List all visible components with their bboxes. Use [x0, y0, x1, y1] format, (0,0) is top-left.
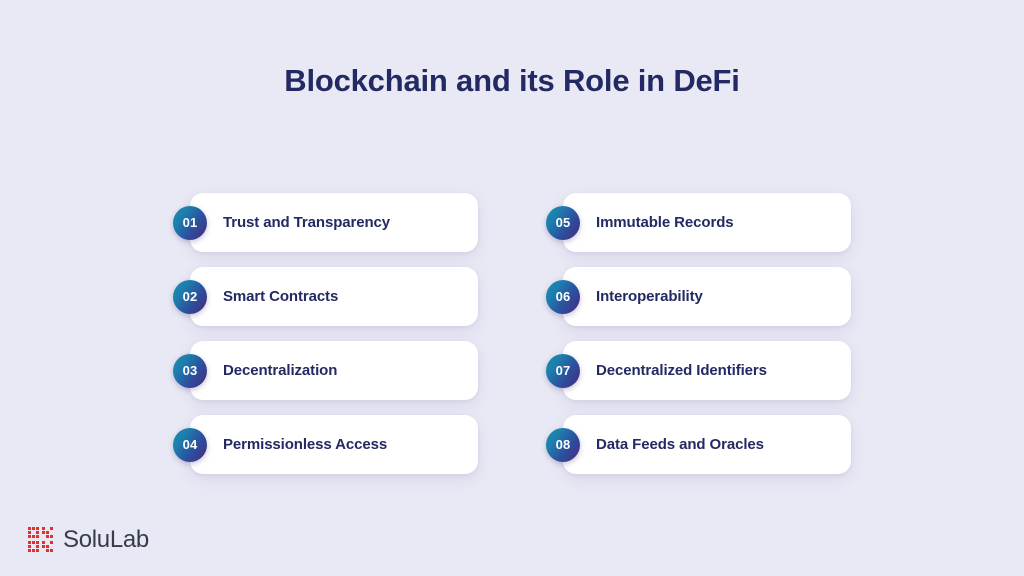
feature-label: Trust and Transparency	[223, 214, 391, 231]
feature-number-badge: 06	[546, 279, 580, 314]
feature-number-badge: 01	[173, 205, 207, 240]
feature-card	[190, 415, 478, 474]
feature-card	[190, 267, 478, 326]
feature-card	[563, 341, 851, 400]
brand-name: SoluLab	[63, 526, 149, 553]
list-item[interactable]: 05 Immutable Records	[546, 193, 851, 252]
feature-card	[190, 341, 478, 400]
brand-logo: SoluLab	[28, 527, 149, 553]
qr-code-icon	[28, 527, 54, 553]
feature-card	[563, 415, 851, 474]
feature-column-right: 05 Immutable Records 06 Interoperability…	[546, 193, 851, 474]
feature-card	[563, 193, 851, 252]
feature-number-badge: 05	[546, 205, 580, 240]
list-item[interactable]: 08 Data Feeds and Oracles	[546, 415, 851, 474]
feature-columns: 01 Trust and Transparency 02 Smart Contr…	[0, 193, 1024, 474]
feature-label: Decentralized Identifiers	[596, 362, 767, 379]
page-title: Blockchain and its Role in DeFi	[284, 63, 740, 98]
list-item[interactable]: 03 Decentralization	[173, 341, 478, 400]
page-title-container: Blockchain and its Role in DeFi	[0, 58, 1024, 104]
list-item[interactable]: 01 Trust and Transparency	[173, 193, 478, 252]
feature-label: Interoperability	[596, 288, 703, 305]
list-item[interactable]: 02 Smart Contracts	[173, 267, 478, 326]
feature-label: Smart Contracts	[223, 288, 339, 305]
feature-number-badge: 03	[173, 353, 207, 388]
feature-number-badge: 02	[173, 279, 207, 314]
feature-number-badge: 08	[546, 427, 580, 462]
feature-card	[190, 193, 478, 252]
list-item[interactable]: 04 Permissionless Access	[173, 415, 478, 474]
feature-label: Decentralization	[223, 362, 338, 379]
feature-label: Permissionless Access	[223, 436, 388, 453]
feature-label: Immutable Records	[596, 214, 734, 231]
feature-number-badge: 04	[173, 427, 207, 462]
list-item[interactable]: 06 Interoperability	[546, 267, 851, 326]
feature-number-badge: 07	[546, 353, 580, 388]
list-item[interactable]: 07 Decentralized Identifiers	[546, 341, 851, 400]
feature-column-left: 01 Trust and Transparency 02 Smart Contr…	[173, 193, 478, 474]
feature-card	[563, 267, 851, 326]
feature-label: Data Feeds and Oracles	[596, 436, 764, 453]
